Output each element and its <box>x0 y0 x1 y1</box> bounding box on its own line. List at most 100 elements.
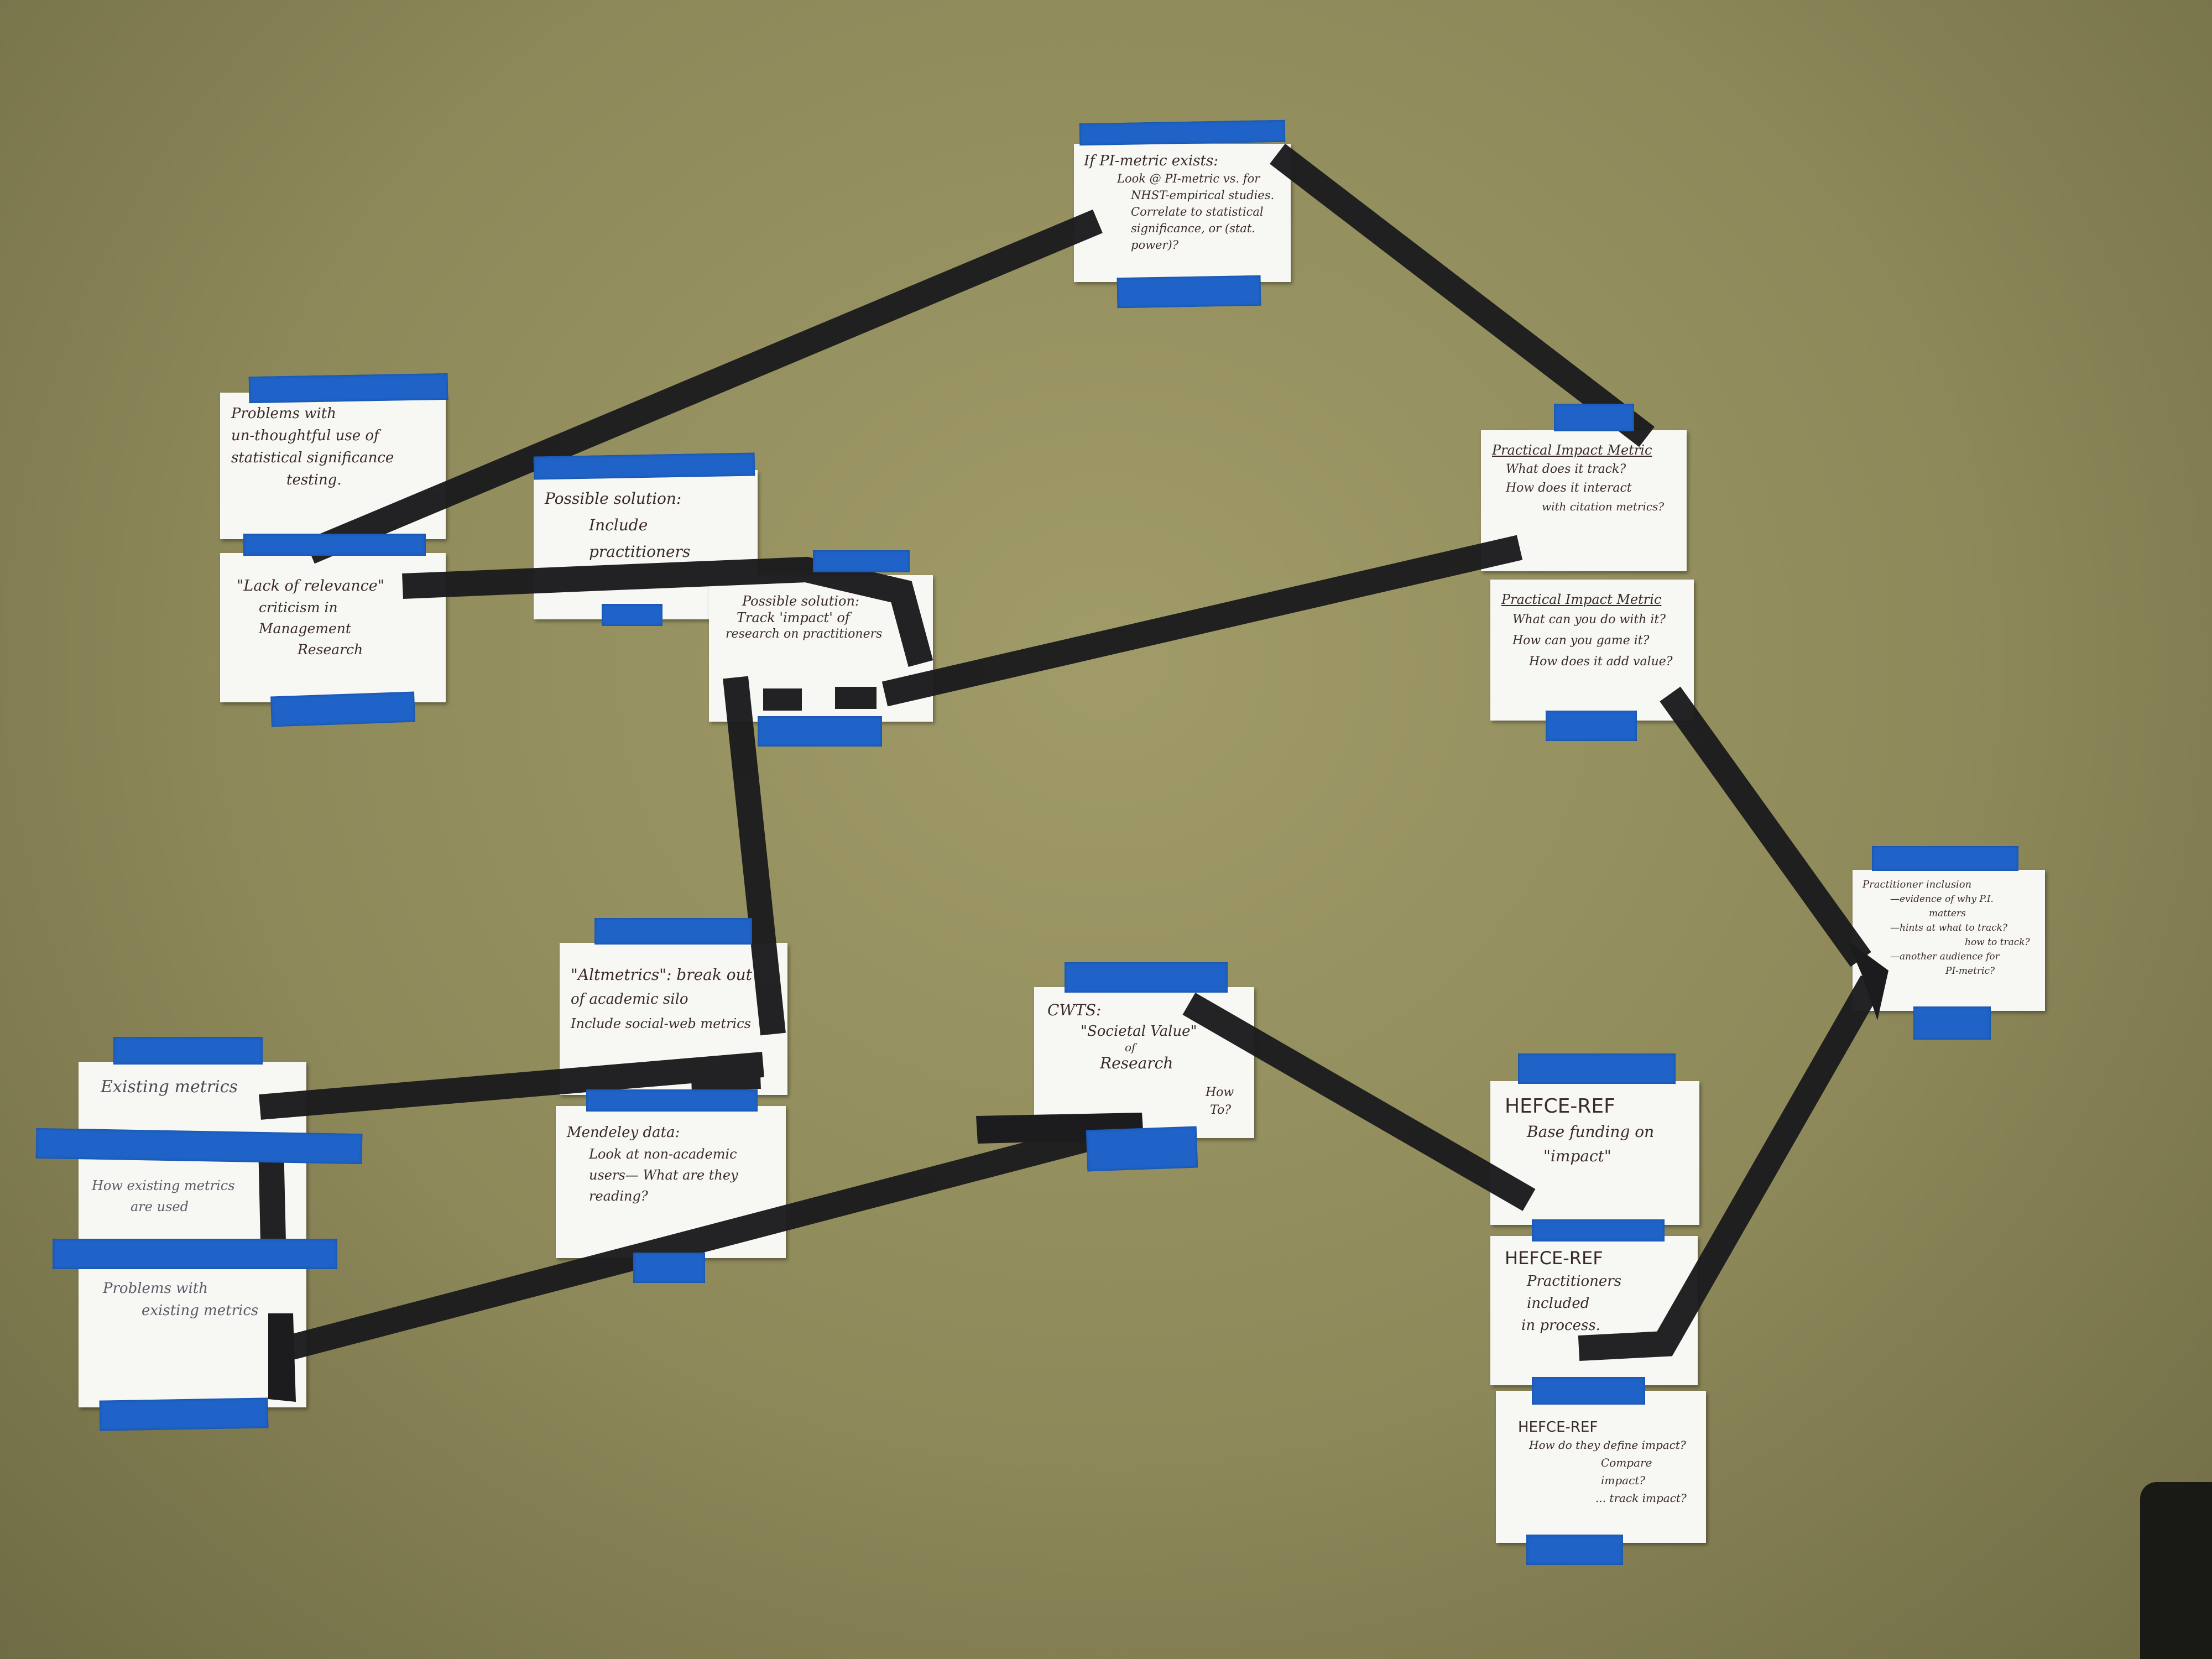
card-title: Practical Impact Metric <box>1501 592 1662 607</box>
card-title: Mendeley data: <box>567 1124 680 1141</box>
blue-tape <box>99 1397 269 1431</box>
blue-tape <box>1554 404 1634 431</box>
card-line: how to track? <box>1965 937 2030 948</box>
card-line: PI-metric? <box>1945 966 1995 977</box>
blue-tape <box>1532 1219 1665 1241</box>
card-problems-stat-significance[interactable]: Problems with un-thoughtful use of stati… <box>220 393 446 539</box>
blue-tape <box>1086 1126 1198 1172</box>
card-line: How does it add value? <box>1529 655 1673 669</box>
blue-tape <box>1546 711 1637 741</box>
card-line: Practitioners included <box>1527 1273 1622 1312</box>
card-line: To? <box>1210 1103 1232 1117</box>
card-line: Track 'impact' of <box>737 610 850 625</box>
blue-tape <box>53 1239 337 1269</box>
card-pi-metric-exists[interactable]: If PI-metric exists: Look @ PI-metric vs… <box>1074 144 1291 282</box>
card-line: What does it track? <box>1506 462 1626 476</box>
card-line: existing metrics <box>142 1302 259 1319</box>
card-title: Possible solution: <box>742 593 860 609</box>
blue-tape <box>594 918 752 945</box>
card-lack-of-relevance[interactable]: "Lack of relevance" criticism in Managem… <box>220 553 446 702</box>
card-line: statistical significance <box>231 450 394 466</box>
blue-tape <box>243 534 426 556</box>
card-line: How can you game it? <box>1512 634 1650 648</box>
blue-tape <box>113 1037 263 1065</box>
card-altmetrics[interactable]: "Altmetrics": break out of academic silo… <box>560 943 787 1095</box>
card-line: How does it interact <box>1506 481 1632 495</box>
card-line: "Altmetrics": break out <box>571 966 752 984</box>
card-line: research on practitioners <box>726 627 883 641</box>
blue-tape <box>1518 1053 1676 1084</box>
card-existing-metrics[interactable]: Existing metrics <box>79 1062 306 1136</box>
card-title: CWTS: <box>1047 1001 1102 1019</box>
card-title: If PI-metric exists: <box>1084 153 1219 169</box>
dark-object-corner <box>2140 1482 2212 1659</box>
blue-tape <box>1065 962 1228 993</box>
blue-tape <box>1526 1535 1623 1565</box>
card-line: criticism in Management <box>259 599 351 637</box>
blue-tape <box>633 1253 705 1283</box>
blue-tape <box>35 1128 363 1165</box>
card-line: How <box>1206 1086 1234 1099</box>
card-cwts[interactable]: CWTS: "Societal Value" of Research How T… <box>1034 987 1254 1138</box>
blue-tape <box>758 716 882 747</box>
card-line: Include social-web metrics <box>571 1016 751 1031</box>
card-line: of <box>1125 1041 1136 1054</box>
blue-tape <box>1532 1377 1645 1405</box>
blue-tape <box>602 604 662 626</box>
card-title: HEFCE-REF <box>1505 1095 1615 1118</box>
card-line: matters <box>1929 908 1966 919</box>
card-line: "Societal Value" <box>1081 1023 1197 1040</box>
card-line: —evidence of why P.I. <box>1890 894 1994 905</box>
card-line: "Lack of relevance" <box>237 577 385 594</box>
card-title: Practitioner inclusion <box>1863 879 1972 890</box>
card-line: Compare impact? <box>1601 1456 1652 1487</box>
blue-tape <box>1079 119 1286 146</box>
card-line: with citation metrics? <box>1542 500 1665 513</box>
card-line: Problems with <box>103 1280 208 1297</box>
card-line: significance, or (stat. power)? <box>1131 222 1255 252</box>
blue-tape <box>533 452 755 480</box>
card-line: Correlate to statistical <box>1131 205 1264 218</box>
card-line: —hints at what to track? <box>1890 922 2008 933</box>
card-hefce-ref-practitioners[interactable]: HEFCE-REF Practitioners included in proc… <box>1490 1236 1698 1385</box>
card-line: NHST-empirical studies. <box>1131 189 1275 202</box>
card-line: users— What are they <box>589 1167 738 1183</box>
card-line: Look @ PI-metric vs. for <box>1117 172 1260 185</box>
card-hefce-ref-funding[interactable]: HEFCE-REF Base funding on "impact" <box>1490 1081 1699 1225</box>
card-title: HEFCE-REF <box>1505 1248 1603 1269</box>
card-line: ... track impact? <box>1595 1491 1687 1505</box>
card-line: How existing metrics <box>92 1178 235 1193</box>
card-line: testing. <box>286 472 342 488</box>
card-hefce-ref-define-impact[interactable]: HEFCE-REF How do they define impact? Com… <box>1496 1391 1706 1543</box>
card-practical-impact-metric-value[interactable]: Practical Impact Metric What can you do … <box>1490 580 1694 721</box>
card-line: of academic silo <box>571 991 688 1008</box>
card-line: Base funding on <box>1527 1123 1655 1141</box>
blue-tape <box>586 1089 758 1112</box>
blue-tape <box>270 691 415 727</box>
blue-tape <box>1913 1006 1991 1040</box>
card-line: "impact" <box>1543 1147 1611 1165</box>
card-line: Research <box>1100 1054 1173 1072</box>
card-line: Include practitioners <box>589 516 691 561</box>
blue-tape <box>813 550 910 572</box>
card-mendeley-data[interactable]: Mendeley data: Look at non-academic user… <box>556 1106 786 1258</box>
card-title: Practical Impact Metric <box>1492 442 1652 458</box>
blue-tape <box>1117 275 1261 309</box>
card-line: —another audience for <box>1890 951 2000 962</box>
card-problems-existing-metrics[interactable]: Problems with existing metrics <box>79 1255 306 1407</box>
card-line: Existing metrics <box>101 1077 238 1097</box>
card-title: HEFCE-REF <box>1518 1419 1598 1436</box>
card-line: un-thoughtful use of <box>231 427 379 444</box>
blue-tape <box>1872 846 2018 871</box>
card-line: What can you do with it? <box>1512 613 1666 627</box>
blue-tape <box>248 373 448 404</box>
card-line: Research <box>298 641 363 658</box>
card-line: Look at non-academic <box>589 1146 737 1162</box>
card-line: How do they define impact? <box>1529 1438 1686 1452</box>
card-practitioner-inclusion[interactable]: Practitioner inclusion —evidence of why … <box>1853 870 2045 1011</box>
card-line: Problems with <box>231 405 336 422</box>
card-practical-impact-metric-track[interactable]: Practical Impact Metric What does it tra… <box>1481 430 1687 571</box>
card-line: in process. <box>1521 1317 1600 1334</box>
card-track-impact[interactable]: Possible solution: Track 'impact' of res… <box>709 575 933 722</box>
card-title: Possible solution: <box>545 489 682 508</box>
